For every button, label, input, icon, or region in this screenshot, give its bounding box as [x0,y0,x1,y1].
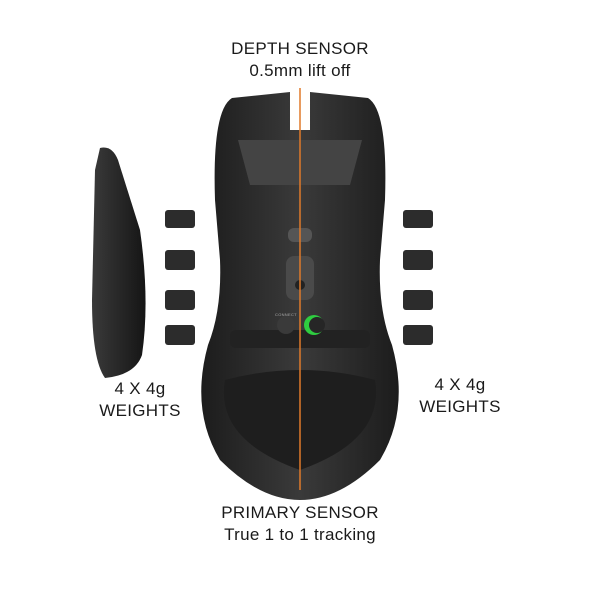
right-weights-count: 4 X 4g [434,375,486,394]
left-weights-label: 4 X 4g WEIGHTS [80,378,200,422]
left-side-panel [92,147,146,378]
primary-sensor-label: PRIMARY SENSOR True 1 to 1 tracking [170,502,430,546]
right-weights [403,210,433,345]
right-weights-title: WEIGHTS [419,397,501,416]
connect-label: CONNECT [275,312,297,317]
left-weights-title: WEIGHTS [99,401,181,420]
right-weights-label: 4 X 4g WEIGHTS [400,374,520,418]
primary-sensor-subtitle: True 1 to 1 tracking [224,525,376,544]
primary-sensor-title: PRIMARY SENSOR [221,503,379,522]
depth-sensor-subtitle: 0.5mm lift off [249,61,351,80]
left-weights [165,210,195,345]
depth-sensor-title: DEPTH SENSOR [231,39,369,58]
depth-sensor-label: DEPTH SENSOR 0.5mm lift off [180,38,420,82]
left-weights-count: 4 X 4g [114,379,166,398]
